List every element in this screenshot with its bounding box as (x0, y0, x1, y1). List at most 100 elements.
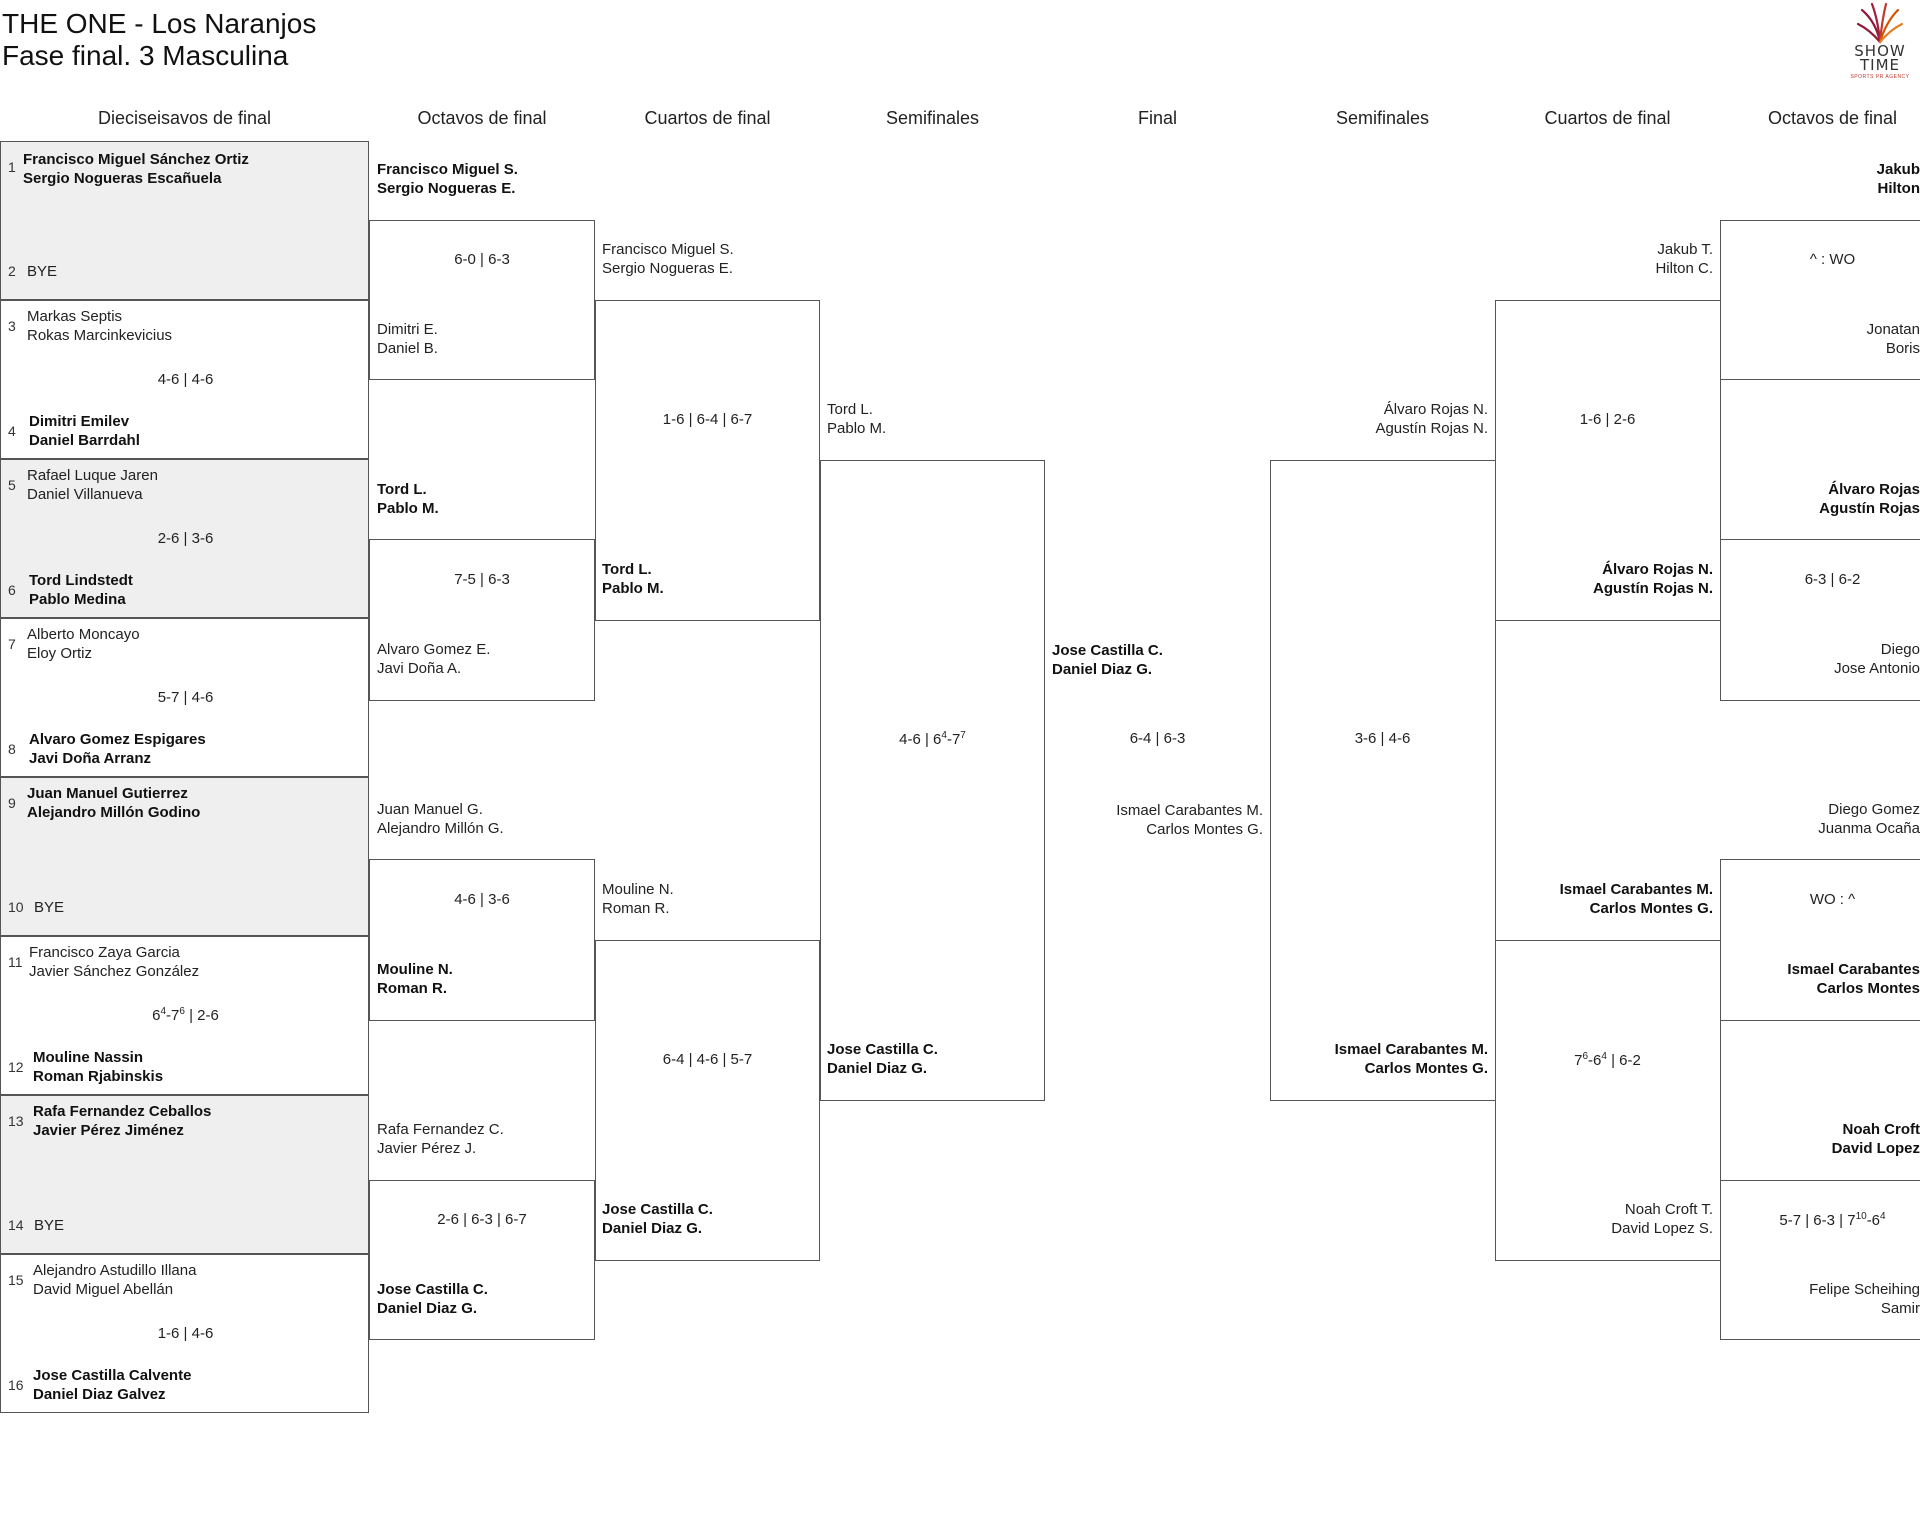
bracket-box (1495, 940, 1721, 1261)
player-name: Francisco Miguel S. (377, 161, 518, 178)
player-name: Tord Lindstedt (29, 572, 133, 589)
seed-number: 15 (8, 1272, 24, 1288)
match-score: ^ : WO (1809, 251, 1856, 268)
round-header-r16-right: Octavos de final (1767, 108, 1898, 128)
tiebreak-score: 7 (960, 730, 966, 741)
player-name: Jose Castilla Calvente (33, 1367, 192, 1384)
player-name: Markas Septis (27, 308, 123, 325)
player-name: Sergio Nogueras E. (602, 260, 733, 277)
showtime-logo: SHOW TIME SPORTS PR AGENCY (1840, 2, 1920, 82)
player-name: Javi Doña A. (377, 660, 462, 677)
player-name: BYE (27, 263, 58, 280)
player-name: Daniel Diaz G. (602, 1220, 703, 1237)
player-name: Alejandro Millón G. (377, 820, 504, 837)
match-score: 5-7 | 6-3 | 710-64 (1720, 1211, 1920, 1230)
team-pair: Jose Castilla C.Daniel Diaz G. (827, 1040, 938, 1078)
player-name: Jonatan (1866, 321, 1920, 338)
bracket-box (1720, 1180, 1920, 1340)
player-name: Tord L. (377, 481, 427, 498)
player-name: David Miguel Abellán (33, 1281, 174, 1298)
player-name: Dimitri E. (377, 321, 438, 338)
tiebreak-score: 6 (1582, 1051, 1589, 1062)
seed-number: 6 (8, 582, 16, 598)
round-header-qf-left: Cuartos de final (644, 108, 771, 128)
final-score: 6-4 | 6-3 (1129, 730, 1186, 747)
player-name: Mouline N. (602, 881, 674, 898)
player-name: Boris (1885, 340, 1920, 357)
player-name: Jose Castilla C. (377, 1281, 488, 1298)
team-pair: Álvaro Rojas N. Agustín Rojas N. (1593, 560, 1713, 598)
player-name: Pablo M. (377, 500, 439, 517)
seed-number: 10 (8, 899, 24, 915)
player-name: Daniel Diaz G. (1052, 661, 1153, 678)
score-part: -6 (1588, 1052, 1602, 1069)
player-name: Rafael Luque Jaren (27, 467, 158, 484)
bracket-box (1720, 539, 1920, 701)
team-pair: Francisco Miguel S. Sergio Nogueras E. (377, 160, 518, 198)
seed-number: 7 (8, 636, 16, 652)
player-name: Carlos Montes G. (1589, 900, 1713, 917)
player-name: Diego Gomez (1828, 801, 1920, 818)
player-name: Samir (1880, 1300, 1920, 1317)
player-name: Jose Castilla C. (1052, 642, 1163, 659)
player-name: Hilton C. (1655, 260, 1713, 277)
player-name: Álvaro Rojas N. (1602, 561, 1713, 578)
match-score: 5-7 | 4-6 (157, 689, 214, 706)
player-name: Mouline N. (377, 961, 453, 978)
player-name: Rafa Fernandez C. (377, 1121, 504, 1138)
match-score: 6-0 | 6-3 (454, 251, 510, 268)
player-name: Daniel Barrdahl (29, 432, 140, 449)
player-name: David Lopez S. (1611, 1220, 1713, 1237)
round-header-sf-left: Semifinales (885, 108, 980, 128)
team-pair: Tord L.Pablo M. (827, 400, 886, 438)
round-header-r16-left: Octavos de final (417, 108, 547, 128)
player-name: Agustín Rojas N. (1375, 420, 1488, 437)
team-pair: Tord L.Pablo M. (602, 560, 664, 598)
logo-line-2: TIME (1859, 56, 1900, 74)
round-header-r32: Dieciseisavos de final (97, 108, 272, 128)
player-name: Álvaro Rojas (1828, 481, 1920, 498)
player-name: Jakub T. (1657, 241, 1713, 258)
seed-number: 8 (8, 741, 16, 757)
player-name: Pablo M. (602, 580, 664, 597)
match-score: 2-6 | 3-6 (157, 530, 214, 547)
bracket-box (820, 460, 1045, 1101)
match-score: 7-5 | 6-3 (454, 571, 510, 588)
bracket-box (1495, 300, 1721, 621)
tiebreak-score: 4 (1880, 1211, 1886, 1222)
team-pair: Ismael Carabantes M.Carlos Montes G. (1560, 880, 1713, 918)
player-name: Agustín Rojas N. (1592, 580, 1713, 597)
bracket-box (369, 1180, 595, 1340)
score-part: -7 (946, 731, 961, 748)
player-name: Sergio Nogueras E. (377, 180, 516, 197)
score-part: 7 (1574, 1052, 1583, 1069)
bracket-box (1720, 859, 1920, 1021)
round-header-final: Final (1137, 108, 1177, 128)
player-name: Javi Doña Arranz (29, 750, 151, 767)
player-name: Alvaro Gomez E. (377, 641, 491, 658)
seed-number: 9 (8, 795, 16, 811)
player-name: Sergio Nogueras Escañuela (23, 170, 222, 187)
player-name: Daniel Diaz G. (827, 1060, 928, 1077)
match-score: 1-6 | 4-6 (157, 1325, 214, 1342)
seed-number: 14 (8, 1217, 24, 1233)
player-name: Noah Croft T. (1624, 1201, 1713, 1218)
bracket-box (1720, 220, 1920, 380)
player-name: Agustín Rojas (1819, 500, 1920, 517)
player-name: Eloy Ortiz (27, 645, 93, 662)
player-name: Alberto Moncayo (27, 626, 140, 643)
team-pair: Tord L. Pablo M. (377, 480, 439, 518)
